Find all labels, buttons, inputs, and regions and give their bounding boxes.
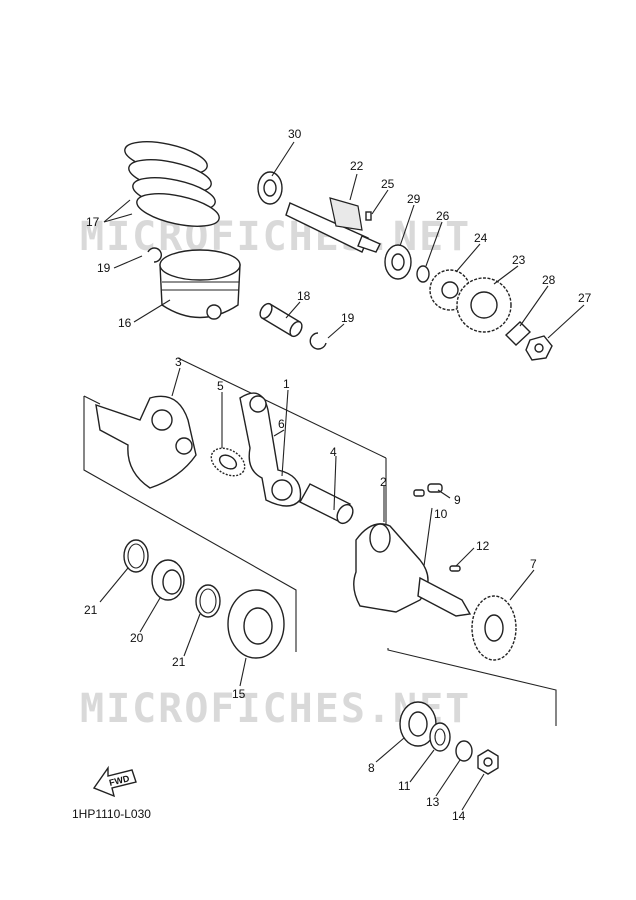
washer-11 bbox=[429, 722, 451, 752]
circlip-21-top bbox=[123, 539, 149, 573]
key-25 bbox=[365, 211, 372, 221]
callout-27: 27 bbox=[578, 291, 592, 305]
callout-19-left: 19 bbox=[97, 261, 111, 275]
circlip-left bbox=[147, 247, 162, 263]
callout-4: 4 bbox=[330, 445, 337, 459]
callout-5: 5 bbox=[217, 379, 224, 393]
callout-26: 26 bbox=[436, 209, 450, 223]
bearing-15 bbox=[227, 589, 285, 659]
callout-22: 22 bbox=[350, 159, 364, 173]
connecting-rod bbox=[239, 392, 302, 507]
piston bbox=[159, 249, 241, 320]
fwd-label: FWD bbox=[108, 773, 131, 788]
callout-6: 6 bbox=[278, 417, 285, 431]
washer-13 bbox=[455, 740, 473, 762]
gear-23 bbox=[456, 277, 512, 333]
oil-seal-8 bbox=[399, 701, 437, 747]
circlip-21-bottom bbox=[195, 584, 221, 618]
drawing-code: 1HP1110-L030 bbox=[72, 807, 151, 821]
oil-seal-20 bbox=[151, 559, 185, 601]
callout-12: 12 bbox=[476, 539, 490, 553]
callout-3: 3 bbox=[175, 355, 182, 369]
callout-21-bottom: 21 bbox=[172, 655, 186, 669]
callout-21-top: 21 bbox=[84, 603, 98, 617]
fwd-arrow-icon: FWD bbox=[92, 765, 137, 798]
callout-20: 20 bbox=[130, 631, 144, 645]
callout-8: 8 bbox=[368, 761, 375, 775]
crank-web-left bbox=[95, 395, 197, 489]
callout-2: 2 bbox=[380, 475, 387, 489]
piston-ring-set bbox=[124, 141, 220, 227]
callout-16: 16 bbox=[118, 316, 132, 330]
callout-14: 14 bbox=[452, 809, 466, 823]
piston-pin bbox=[259, 302, 303, 338]
callout-13: 13 bbox=[426, 795, 440, 809]
callout-11: 11 bbox=[398, 779, 411, 793]
key-12 bbox=[449, 565, 461, 572]
callout-28: 28 bbox=[542, 273, 556, 287]
callout-18: 18 bbox=[297, 289, 311, 303]
crank-web-right bbox=[353, 523, 472, 617]
balancer-shaft bbox=[285, 197, 381, 253]
pin-10 bbox=[413, 489, 425, 497]
callout-23: 23 bbox=[512, 253, 526, 267]
spacer-26 bbox=[416, 265, 430, 283]
callout-10: 10 bbox=[434, 507, 448, 521]
washer-28 bbox=[504, 321, 532, 346]
callout-19-right: 19 bbox=[341, 311, 355, 325]
callout-17: 17 bbox=[86, 215, 100, 229]
bearing-29 bbox=[384, 244, 412, 280]
bearing-30 bbox=[257, 171, 283, 205]
callout-29: 29 bbox=[407, 192, 421, 206]
callout-25: 25 bbox=[381, 177, 395, 191]
callout-30: 30 bbox=[288, 127, 302, 141]
callout-1: 1 bbox=[283, 377, 290, 391]
callout-7: 7 bbox=[530, 557, 537, 571]
assembly-bracket-bottom bbox=[387, 648, 557, 726]
needle-bearing-5 bbox=[210, 447, 246, 477]
crank-pin-4 bbox=[299, 483, 354, 525]
callout-9: 9 bbox=[454, 493, 461, 507]
leader-lines bbox=[99, 141, 585, 811]
nut-27 bbox=[525, 335, 553, 361]
circlip-right bbox=[309, 332, 327, 350]
callout-15: 15 bbox=[232, 687, 246, 701]
nut-14 bbox=[477, 749, 499, 775]
assembly-bracket-top bbox=[177, 357, 387, 459]
watermark-top: MICROFICHES.NET bbox=[80, 214, 471, 260]
assembly-bracket-left bbox=[83, 396, 297, 652]
callout-24: 24 bbox=[474, 231, 488, 245]
gear-7 bbox=[471, 595, 517, 661]
